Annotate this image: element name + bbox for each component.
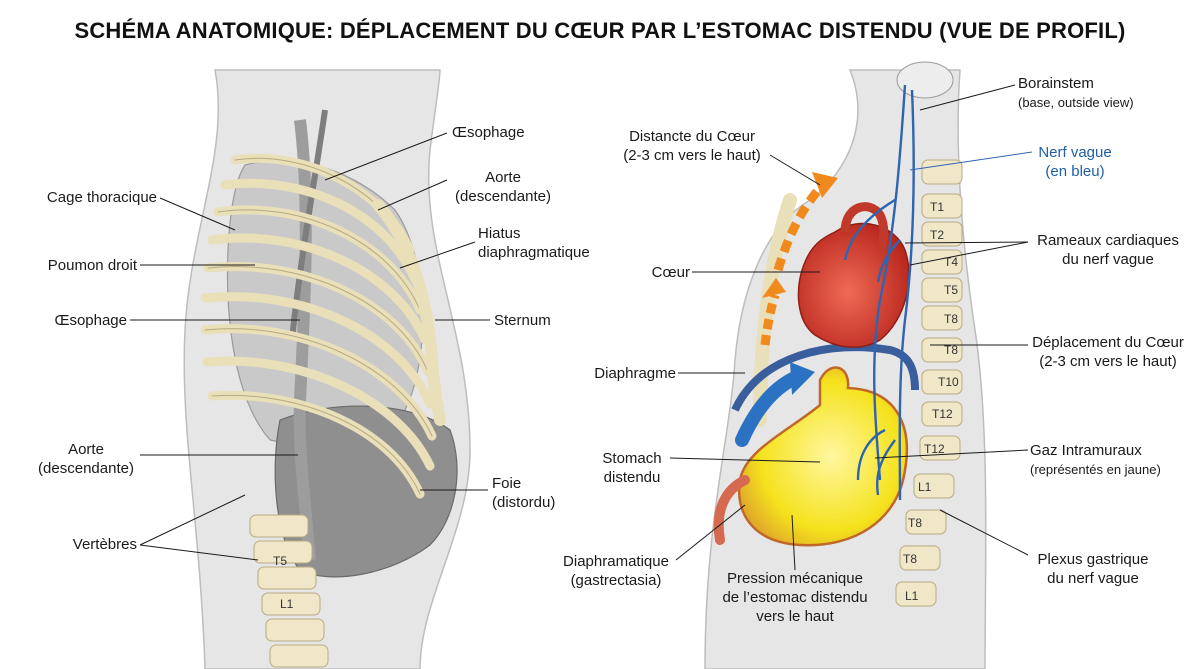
label-diaphragme: Diaphragme	[594, 365, 676, 382]
stomach-shape	[737, 366, 909, 547]
duodenum-shape	[713, 475, 750, 545]
label-stomach-line2: distendu	[603, 469, 661, 486]
right-vertebra-label: T4	[944, 255, 958, 269]
label-plexus-gastrique: Plexus gastrique du nerf vague	[1026, 550, 1160, 588]
label-gaz-line1: Gaz Intramuraux	[1030, 442, 1142, 459]
label-sternum: Sternum	[494, 312, 551, 329]
label-aorte-top-line2: (descendante)	[455, 188, 551, 205]
label-plexus-line1: Plexus gastrique	[1037, 551, 1149, 568]
right-vertebra-labels: T1 T2 T4 T5 T8 T8 T10 T12 T12 L1 T8 T8 L…	[903, 200, 959, 603]
label-oesophage-top: Œsophage	[452, 124, 525, 141]
diaphragm-shape	[731, 343, 919, 412]
label-foie-line1: Foie	[492, 475, 522, 492]
label-pression-line1: Pression mécanique	[727, 570, 863, 587]
label-cage-thoracique: Cage thoracique	[46, 189, 157, 206]
label-coeur: Cœur	[651, 264, 690, 281]
sternum-right	[753, 193, 797, 427]
right-vertebra-label: T10	[938, 375, 959, 389]
right-vertebra-label: T12	[924, 442, 945, 456]
right-vertebra-label: L1	[918, 480, 932, 494]
left-panel: T5 L1	[130, 69, 490, 669]
label-distance-line1: Distancte du Cœur	[629, 128, 755, 145]
left-vertebra-label: T5	[273, 554, 287, 568]
upward-arrow-orange-1-head	[812, 172, 838, 198]
label-vertebres: Vertèbres	[72, 536, 137, 553]
label-aorte-low-line1: Aorte	[68, 441, 104, 458]
right-leader-lines	[669, 84, 1033, 571]
upward-arrow-orange-2	[760, 293, 780, 346]
label-foie-line2: (distordu)	[492, 494, 556, 511]
right-vertebra-label: T2	[930, 228, 944, 242]
label-stomach-distendu: Stomach distendu	[596, 449, 668, 487]
right-vertebra-label: L1	[905, 589, 919, 603]
label-diaphramatique: Diaphramatique (gastrectasia)	[556, 552, 676, 590]
upward-arrow-blue	[735, 371, 802, 447]
label-pression-line2: de l’estomac distendu	[722, 589, 868, 606]
left-vertebra-labels: T5 L1	[273, 554, 294, 611]
label-hiatus-line1: Hiatus	[478, 225, 521, 242]
label-foie: Foie (distordu)	[492, 474, 555, 512]
label-gaz-intramuraux: Gaz Intramuraux (représentés en jaune)	[1030, 441, 1161, 479]
right-vertebra-label: T1	[930, 200, 944, 214]
brainstem-shape	[896, 61, 954, 99]
figure-title: SCHÉMA ANATOMIQUE: DÉPLACEMENT DU CŒUR P…	[74, 18, 1126, 43]
label-brainstem: Borainstem (base, outside view)	[1018, 74, 1134, 112]
label-nerf-vague: Nerf vague (en bleu)	[1030, 143, 1120, 181]
label-aorte-low: Aorte (descendante)	[32, 440, 140, 478]
label-stomach-line1: Stomach	[602, 450, 662, 467]
aortic-arch	[840, 202, 889, 253]
left-spine	[249, 514, 329, 668]
label-hiatus: Hiatus diaphragmatique	[478, 224, 590, 262]
label-brainstem-line2: (base, outside view)	[1018, 95, 1134, 110]
label-rameaux-line2: du nerf vague	[1062, 251, 1154, 268]
label-poumon-droit: Poumon droit	[47, 257, 137, 274]
label-deplacement-coeur: Déplacement du Cœur (2-3 cm vers le haut…	[1026, 333, 1190, 371]
right-panel: T1 T2 T4 T5 T8 T8 T10 T12 T12 L1 T8 T8 L…	[669, 61, 1033, 669]
label-aorte-low-line2: (descendante)	[38, 460, 134, 477]
label-diaphram-line2: (gastrectasia)	[570, 572, 662, 589]
label-hiatus-line2: diaphragmatique	[478, 244, 590, 261]
upward-arrow-blue-head	[790, 362, 815, 395]
label-brainstem-line1: Borainstem	[1018, 75, 1094, 92]
label-deplacement-line2: (2-3 cm vers le haut)	[1039, 353, 1177, 370]
label-plexus-line2: du nerf vague	[1047, 570, 1139, 587]
label-deplacement-line1: Déplacement du Cœur	[1032, 334, 1184, 351]
label-distance-coeur: Distancte du Cœur (2-3 cm vers le haut)	[612, 127, 772, 165]
label-pression-mecanique: Pression mécanique de l’estomac distendu…	[710, 569, 880, 626]
label-aorte-top: Aorte (descendante)	[449, 168, 557, 206]
left-leader-lines	[130, 132, 490, 561]
label-pression-line3: vers le haut	[756, 608, 834, 625]
upward-arrow-orange-1	[773, 185, 824, 272]
label-rameaux-cardiaques: Rameaux cardiaques du nerf vague	[1028, 231, 1188, 269]
vagus-nerve	[843, 84, 915, 501]
label-nerf-line1: Nerf vague	[1038, 144, 1112, 161]
right-vertebra-label: T8	[944, 312, 958, 326]
label-rameaux-line1: Rameaux cardiaques	[1037, 232, 1179, 249]
label-nerf-line2: (en bleu)	[1045, 163, 1105, 180]
right-vertebra-label: T8	[908, 516, 922, 530]
right-vertebra-label: T5	[944, 283, 958, 297]
label-distance-line2: (2-3 cm vers le haut)	[623, 147, 761, 164]
right-vertebra-label: T8	[903, 552, 917, 566]
label-oesophage-mid: Œsophage	[54, 312, 127, 329]
right-vertebra-label: T8	[944, 343, 958, 357]
upward-arrow-orange-2-head	[762, 278, 786, 298]
left-vertebra-label: L1	[280, 597, 294, 611]
sternum-shape	[372, 199, 446, 426]
label-diaphram-line1: Diaphramatique	[563, 553, 669, 570]
label-gaz-line2: (représentés en jaune)	[1030, 462, 1161, 477]
label-aorte-top-line1: Aorte	[485, 169, 521, 186]
right-vertebra-label: T12	[932, 407, 953, 421]
right-spine	[895, 159, 963, 607]
